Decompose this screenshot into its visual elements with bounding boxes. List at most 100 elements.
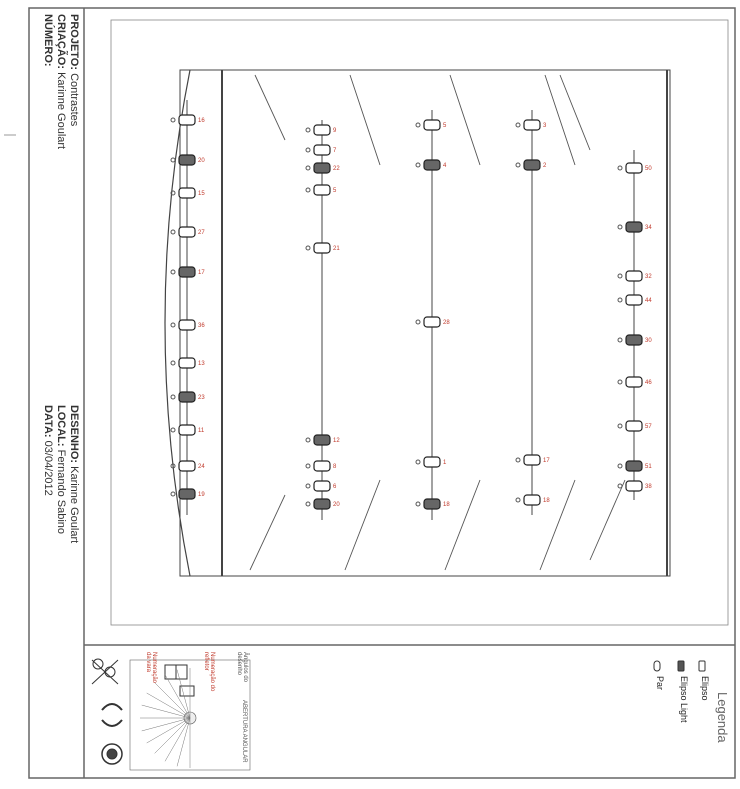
- fixture-rail5-4: [625, 334, 643, 346]
- fixture-channel-marker: [415, 162, 421, 168]
- fixture-number: 46: [645, 380, 652, 386]
- fixture-rail1-9: [178, 460, 196, 472]
- elipso-light-icon: [677, 660, 685, 672]
- fixture-rail2-0: [313, 124, 331, 136]
- fixture-channel-marker: [415, 319, 421, 325]
- wing-lines: [249, 74, 626, 571]
- fixture-rail2-5: [313, 460, 331, 472]
- fixture-number: 12: [333, 438, 340, 444]
- fixture-channel-marker: [617, 463, 623, 469]
- angle-fan-ray: [164, 717, 191, 762]
- fixture-channel-marker: [617, 483, 623, 489]
- fixture-rail4-2: [523, 454, 541, 466]
- fixture-channel-marker: [305, 127, 311, 133]
- fixtures-layer: 1620152717361323112419922521128620754281…: [170, 114, 652, 510]
- fixture-number: 11: [198, 428, 205, 434]
- title-block-right: DESENHO: Karinne Goulart LOCAL: Fernando…: [41, 405, 80, 543]
- fixture-channel-marker: [305, 437, 311, 443]
- fixture-rail2-2: [313, 184, 331, 196]
- fixture-rail5-2: [625, 270, 643, 282]
- fixture-number: 18: [543, 498, 550, 504]
- fixture-channel-marker: [305, 147, 311, 153]
- fixture-channel-marker: [170, 157, 176, 163]
- fixture-channel-marker: [415, 459, 421, 465]
- desenho-label: DESENHO:: [68, 405, 80, 464]
- fixture-channel-marker: [170, 229, 176, 235]
- legend-item-par: Par: [655, 676, 665, 691]
- fixture-channel-marker: [170, 463, 176, 469]
- scissors-logo-icon: [91, 658, 119, 685]
- fixture-rail5-1: [625, 221, 643, 233]
- fixture-number: 38: [645, 484, 652, 490]
- fixture-number: 51: [645, 464, 652, 470]
- fixture-rail1-4: [178, 266, 196, 278]
- fixture-number: 5: [443, 123, 447, 129]
- fixture-number: 6: [333, 484, 337, 490]
- projeto-value: Contrastes: [68, 73, 80, 127]
- fixture-number: 8: [333, 464, 337, 470]
- sheet-border: [28, 7, 736, 779]
- angle-fan-ray: [146, 692, 191, 719]
- angle-fan-ray: [176, 717, 191, 767]
- desenho-value: Karinne Goulart: [68, 466, 80, 544]
- fixture-number: 13: [198, 361, 205, 367]
- fixture-number: 30: [645, 338, 652, 344]
- fixture-number: 3: [543, 123, 547, 129]
- fixture-rail3-3: [423, 456, 441, 468]
- local-label: LOCAL:: [55, 405, 67, 447]
- fixture-rail5-5: [625, 376, 643, 388]
- fixture-number: 57: [645, 424, 652, 430]
- fixture-channel-marker: [617, 273, 623, 279]
- fixture-channel-marker: [515, 162, 521, 168]
- fixture-channel-marker: [305, 165, 311, 171]
- fixture-channel-marker: [515, 497, 521, 503]
- fixture-channel-marker: [305, 463, 311, 469]
- projeto-label: PROJETO:: [68, 14, 80, 71]
- legend-item-elipso-light: Elipso Light: [679, 676, 689, 723]
- fixture-channel-marker: [617, 165, 623, 171]
- fixture-rail3-0: [423, 119, 441, 131]
- fixture-rail1-8: [178, 424, 196, 436]
- angle-fan-ray: [141, 704, 191, 719]
- fixture-channel-marker: [305, 483, 311, 489]
- fixture-channel-marker: [305, 187, 311, 193]
- note-vara: Numeração da vara: [145, 652, 157, 684]
- fixture-number: 9: [333, 128, 337, 134]
- fixture-channel-marker: [170, 322, 176, 328]
- abertura-label: ABERTURA ANGULAR: [241, 700, 247, 763]
- fixture-rail4-3: [523, 494, 541, 506]
- ufmg-logo-icon: [101, 743, 123, 765]
- fixture-channel-marker: [170, 117, 176, 123]
- fixture-number: 5: [333, 188, 337, 194]
- fixture-rail2-4: [313, 434, 331, 446]
- fixture-rail2-3: [313, 242, 331, 254]
- fixture-number: 23: [198, 395, 205, 401]
- legend-title: Legenda: [715, 692, 730, 743]
- fixture-number: 17: [198, 270, 205, 276]
- fixture-number: 18: [443, 502, 450, 508]
- fixture-number: 19: [198, 492, 205, 498]
- drawing-frame: [110, 19, 729, 626]
- fixture-number: 1: [443, 460, 447, 466]
- rails: [186, 100, 635, 520]
- fixture-number: 24: [198, 464, 205, 470]
- fixture-rail1-6: [178, 357, 196, 369]
- title-block-left: PROJETO: Contrastes CRIAÇÃO: Karinne Gou…: [41, 14, 80, 149]
- angle-fan-ray: [176, 669, 191, 719]
- fixture-number: 32: [645, 274, 652, 280]
- fixture-number: 50: [645, 166, 652, 172]
- fixture-rail5-0: [625, 162, 643, 174]
- angle-fan-ray: [141, 717, 191, 732]
- fixture-channel-marker: [170, 491, 176, 497]
- fixture-number: 20: [333, 502, 340, 508]
- fixture-number: 2: [543, 163, 547, 169]
- criacao-value: Karinne Goulart: [55, 72, 67, 150]
- fixture-channel-marker: [170, 394, 176, 400]
- fixture-number: 34: [645, 225, 652, 231]
- data-value: 03/04/2012: [42, 440, 54, 496]
- fixture-rail5-3: [625, 294, 643, 306]
- fixture-rail1-10: [178, 488, 196, 500]
- fixture-channel-marker: [305, 501, 311, 507]
